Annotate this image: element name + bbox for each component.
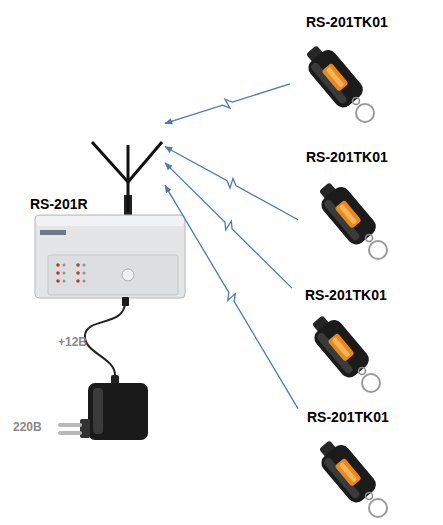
remote-fob: RS-201TK01 — [292, 285, 402, 393]
receiver-front-panel — [48, 255, 178, 295]
plug-collar — [80, 419, 90, 438]
power-cable — [85, 302, 125, 375]
remote-fob-picture — [305, 309, 380, 392]
radio-signal-arrow — [165, 185, 298, 408]
adapter-highlight — [93, 388, 103, 434]
power-adapter: 220В — [10, 375, 160, 450]
radio-signal-arrow — [165, 163, 292, 288]
indicator-led — [76, 279, 80, 283]
device-label: RS-201R — [30, 196, 88, 212]
indicator-mark — [63, 272, 66, 275]
plug-pin — [58, 431, 82, 435]
voltage-label: 220В — [13, 421, 42, 435]
indicator-mark — [63, 280, 66, 283]
receiver-button — [122, 269, 134, 281]
remote-fob-picture — [312, 434, 387, 517]
remote-fob: RS-201TK01 — [298, 147, 402, 262]
power-jack-plug — [122, 297, 129, 306]
receiver-top-face — [36, 216, 184, 226]
indicator-mark — [83, 264, 86, 267]
device-label: RS-201TK01 — [306, 149, 388, 165]
edge-label: +12В — [58, 336, 87, 350]
receiver-logo-plate — [40, 230, 66, 235]
adapter-body — [88, 383, 148, 440]
remote-fob: RS-201TK01 — [290, 12, 402, 127]
device-label: RS-201TK01 — [305, 287, 387, 303]
remote-fob-picture — [299, 39, 374, 122]
device-label: RS-201TK01 — [307, 409, 389, 425]
antenna-arm — [128, 142, 162, 182]
remote-fob-picture — [312, 176, 387, 259]
plug-pin — [58, 423, 82, 427]
antenna-arm — [92, 142, 128, 182]
radio-signal-arrow — [165, 147, 298, 220]
radio-signal-arrow — [165, 84, 290, 124]
indicator-led — [56, 279, 60, 283]
indicator-led — [76, 271, 80, 275]
indicator-mark — [63, 264, 66, 267]
indicator-led — [56, 271, 60, 275]
receiver-unit: RS-201R — [28, 118, 165, 302]
indicator-led — [76, 263, 80, 267]
device-label: RS-201TK01 — [306, 14, 388, 30]
indicator-mark — [83, 272, 86, 275]
remote-fob: RS-201TK01 — [298, 407, 402, 519]
receiver-housing — [35, 215, 185, 298]
indicator-led — [56, 263, 60, 267]
indicator-mark — [83, 280, 86, 283]
